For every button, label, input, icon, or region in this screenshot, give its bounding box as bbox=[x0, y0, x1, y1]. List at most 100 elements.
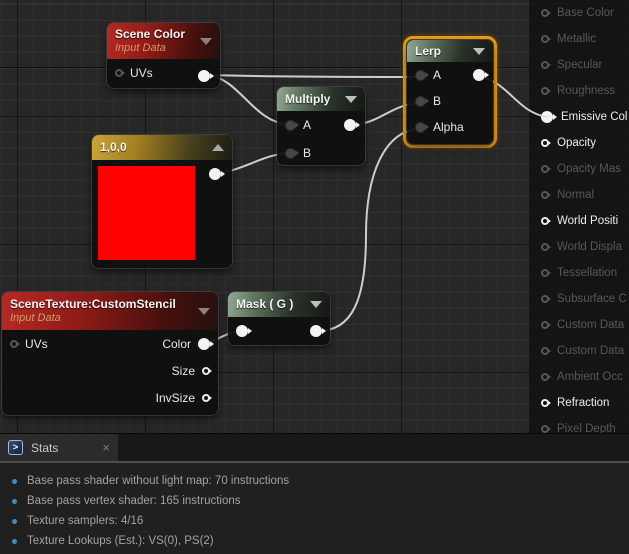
bullet-icon bbox=[12, 478, 17, 484]
result-pin-metallic[interactable]: Metallic bbox=[530, 26, 629, 52]
output-pin-size[interactable] bbox=[202, 366, 212, 375]
pin-label: B bbox=[433, 94, 442, 108]
result-pin-ambient-occlusion[interactable]: Ambient Occ bbox=[530, 364, 629, 390]
collapse-arrow-icon[interactable] bbox=[345, 95, 357, 103]
expand-arrow-icon[interactable] bbox=[212, 144, 224, 151]
output-pin[interactable] bbox=[344, 119, 360, 131]
pin-icon[interactable] bbox=[541, 425, 551, 433]
node-header[interactable]: Scene Color Input Data bbox=[107, 23, 220, 59]
output-pin[interactable] bbox=[473, 69, 489, 81]
result-pin-label: Refraction bbox=[557, 397, 610, 409]
pin-icon[interactable] bbox=[541, 139, 551, 147]
pin-icon[interactable] bbox=[541, 165, 551, 173]
pin-icon[interactable] bbox=[541, 61, 551, 69]
close-icon[interactable]: × bbox=[102, 440, 110, 455]
collapse-arrow-icon[interactable] bbox=[310, 301, 322, 308]
result-pin-label: Emissive Col bbox=[561, 111, 628, 123]
stats-tab[interactable]: > Stats × bbox=[0, 434, 118, 461]
result-pin-pixel-depth[interactable]: Pixel Depth bbox=[530, 416, 629, 433]
pin-icon[interactable] bbox=[541, 35, 551, 43]
result-pin-subsurface-color[interactable]: Subsurface C bbox=[530, 286, 629, 312]
node-title: Multiply bbox=[285, 91, 331, 106]
node-title: Scene Color bbox=[115, 27, 186, 41]
input-pin-a[interactable] bbox=[415, 69, 429, 81]
graph-canvas[interactable]: Base Color Metallic Specular Roughness E… bbox=[0, 0, 629, 433]
pin-icon[interactable] bbox=[541, 243, 551, 251]
result-pin-tessellation[interactable]: Tessellation bbox=[530, 260, 629, 286]
node-subtitle: Input Data bbox=[115, 42, 166, 54]
result-pin-specular[interactable]: Specular bbox=[530, 52, 629, 78]
input-pin-alpha[interactable] bbox=[415, 121, 429, 133]
selection-outline: Lerp A B Alpha bbox=[403, 36, 497, 148]
pin-icon[interactable] bbox=[541, 217, 551, 225]
input-pin-uvs[interactable] bbox=[115, 69, 125, 77]
result-pin-roughness[interactable]: Roughness bbox=[530, 78, 629, 104]
node-mask-g[interactable]: Mask ( G ) bbox=[228, 292, 330, 345]
result-pin-label: Custom Data bbox=[557, 319, 625, 331]
output-pin-color[interactable] bbox=[198, 337, 214, 350]
node-multiply[interactable]: Multiply A B bbox=[277, 87, 365, 165]
result-pin-opacity[interactable]: Opacity bbox=[530, 130, 629, 156]
result-pin-custom-data-0[interactable]: Custom Data bbox=[530, 312, 629, 338]
bullet-icon bbox=[12, 538, 17, 544]
node-constant-red[interactable]: 1,0,0 bbox=[92, 135, 232, 268]
console-icon: > bbox=[8, 440, 23, 455]
pin-icon[interactable] bbox=[541, 191, 551, 199]
result-pin-normal[interactable]: Normal bbox=[530, 182, 629, 208]
pin-icon[interactable] bbox=[541, 295, 551, 303]
result-pin-refraction[interactable]: Refraction bbox=[530, 390, 629, 416]
node-header[interactable]: 1,0,0 bbox=[92, 135, 232, 160]
node-subtitle: Input Data bbox=[10, 312, 61, 324]
input-pin[interactable] bbox=[236, 325, 252, 337]
output-pin[interactable] bbox=[310, 325, 326, 337]
pin-label: UVs bbox=[25, 336, 48, 351]
input-pin-b[interactable] bbox=[415, 95, 429, 107]
collapse-arrow-icon[interactable] bbox=[200, 37, 212, 45]
node-header[interactable]: Mask ( G ) bbox=[228, 292, 330, 317]
result-pin-custom-data-1[interactable]: Custom Data bbox=[530, 338, 629, 364]
output-pin[interactable] bbox=[198, 70, 214, 82]
pin-icon[interactable] bbox=[541, 321, 551, 329]
input-pin-b[interactable] bbox=[285, 147, 299, 159]
pin-icon[interactable] bbox=[541, 347, 551, 355]
color-swatch bbox=[98, 166, 195, 260]
result-pin-world-position[interactable]: World Positi bbox=[530, 208, 629, 234]
stat-text: Texture Lookups (Est.): VS(0), PS(2) bbox=[27, 535, 214, 547]
collapse-arrow-icon[interactable] bbox=[473, 47, 485, 55]
collapse-arrow-icon[interactable] bbox=[198, 307, 210, 315]
wire-scenecolor-to-lerp-a[interactable] bbox=[206, 74, 420, 78]
output-pin-invsize[interactable] bbox=[202, 393, 212, 402]
node-header[interactable]: SceneTexture:CustomStencil Input Data bbox=[2, 292, 218, 330]
node-scene-color[interactable]: Scene Color Input Data UVs bbox=[107, 23, 220, 88]
result-pin-emissive-color[interactable]: Emissive Col bbox=[530, 104, 629, 130]
result-pin-world-displacement[interactable]: World Displa bbox=[530, 234, 629, 260]
stat-line: Base pass vertex shader: 165 instruction… bbox=[0, 491, 629, 511]
node-header[interactable]: Multiply bbox=[277, 87, 365, 111]
input-pin-a[interactable] bbox=[285, 119, 299, 131]
pin-label: InvSize bbox=[155, 390, 195, 405]
stat-text: Texture samplers: 4/16 bbox=[27, 515, 144, 527]
result-pin-label: Specular bbox=[557, 59, 603, 71]
pin-label: Color bbox=[162, 336, 191, 351]
stats-body: Base pass shader without light map: 70 i… bbox=[0, 463, 629, 551]
result-pin-label: Pixel Depth bbox=[557, 423, 616, 433]
pin-icon[interactable] bbox=[541, 111, 557, 123]
pin-label: A bbox=[433, 68, 442, 82]
material-result-node[interactable]: Base Color Metallic Specular Roughness E… bbox=[530, 0, 629, 433]
node-lerp[interactable]: Lerp A B Alpha bbox=[407, 40, 493, 144]
result-pin-base-color[interactable]: Base Color bbox=[530, 0, 629, 26]
input-pin-uvs[interactable] bbox=[10, 339, 20, 348]
stats-tab-bar: > Stats × bbox=[0, 434, 629, 461]
node-title: SceneTexture:CustomStencil bbox=[10, 297, 176, 311]
pin-icon[interactable] bbox=[541, 269, 551, 277]
result-pin-opacity-mask[interactable]: Opacity Mas bbox=[530, 156, 629, 182]
pin-icon[interactable] bbox=[541, 9, 551, 17]
node-scenetexture-customstencil[interactable]: SceneTexture:CustomStencil Input Data UV… bbox=[2, 292, 218, 415]
node-header[interactable]: Lerp bbox=[407, 40, 493, 62]
output-pin[interactable] bbox=[209, 168, 225, 180]
pin-icon[interactable] bbox=[541, 87, 551, 95]
stat-line: Texture Lookups (Est.): VS(0), PS(2) bbox=[0, 531, 629, 551]
pin-icon[interactable] bbox=[541, 399, 551, 407]
pin-icon[interactable] bbox=[541, 373, 551, 381]
pin-label: B bbox=[303, 146, 312, 160]
